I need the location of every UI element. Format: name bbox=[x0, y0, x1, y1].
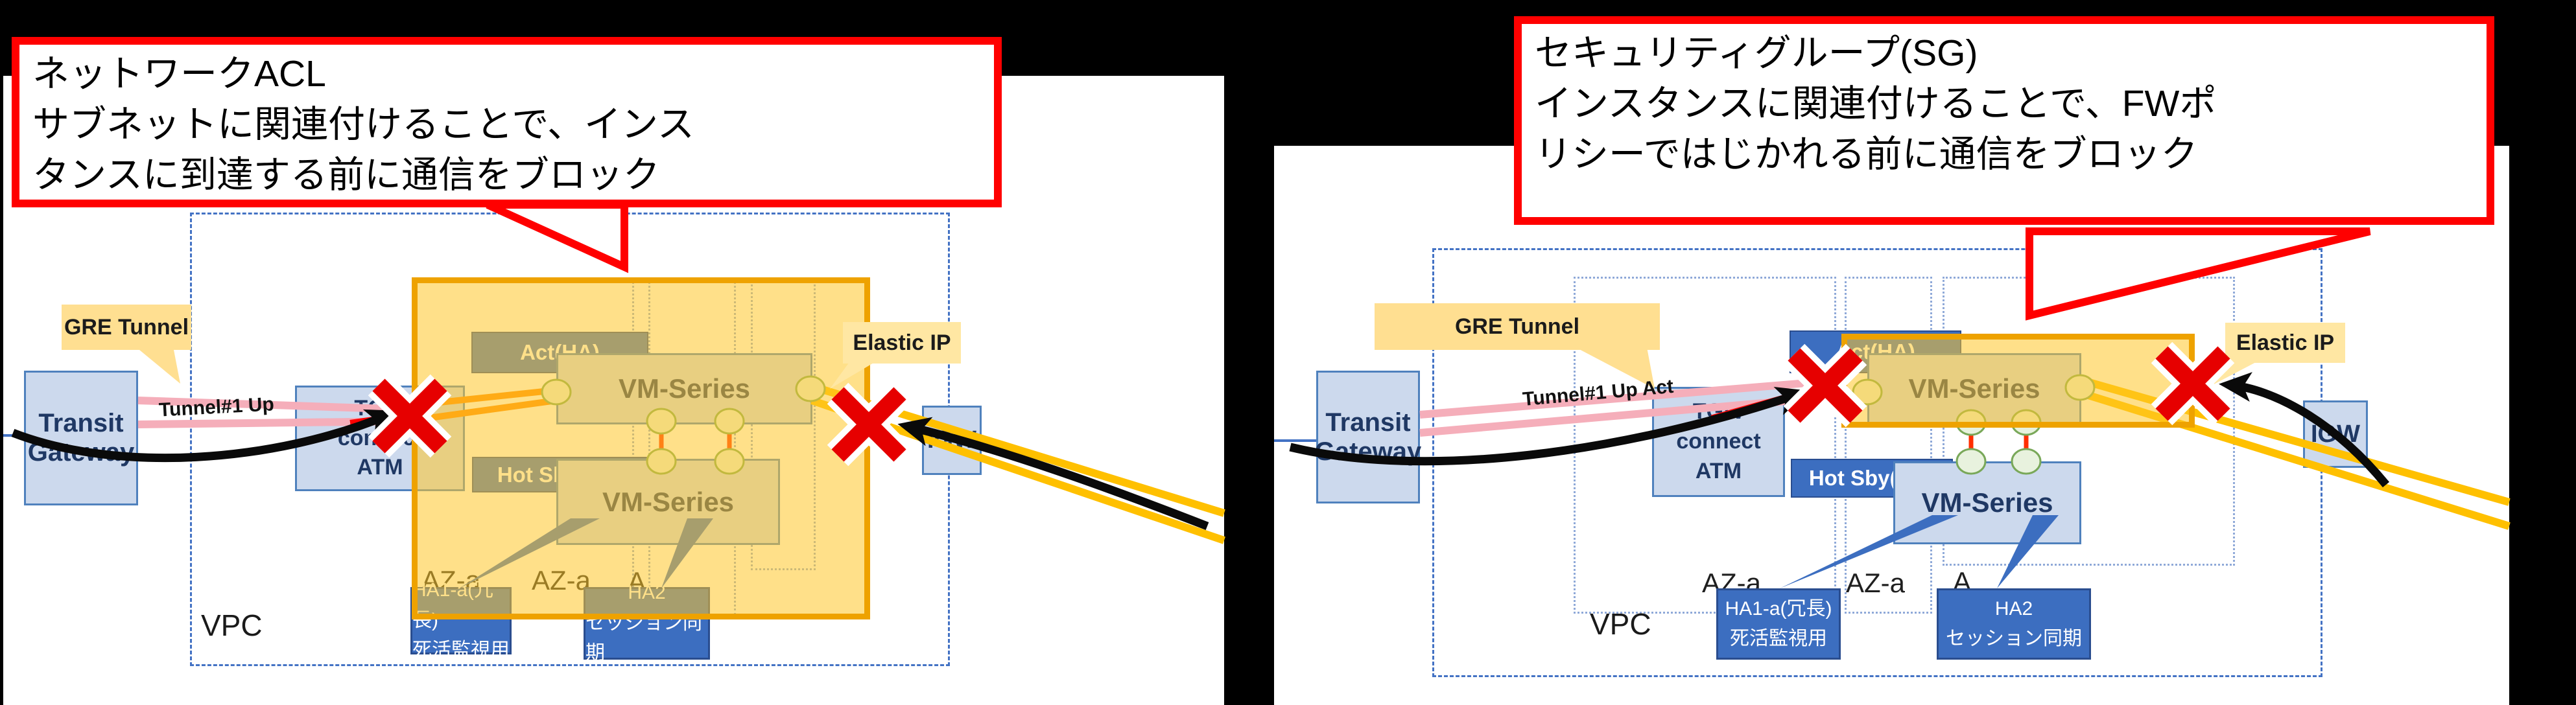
right-callout-line-1: セキュリティグループ(SG) bbox=[1535, 32, 1978, 74]
left-ha1-subtitle: 死活監視用 bbox=[412, 640, 510, 662]
left-elastic-ip-tag: Elastic IP bbox=[843, 322, 961, 364]
right-callout-line-2: インスタンスに関連付けることで、FWポ bbox=[1535, 83, 2217, 124]
right-igw-box: IGW bbox=[2303, 400, 2368, 468]
right-ha1-callout: HA1-a(冗長) 死活監視用 bbox=[1716, 588, 1841, 660]
right-ha2-subtitle: セッション同期 bbox=[1946, 628, 2082, 649]
left-nacl-callout: ネットワークACL サブネットに関連付けることで、インス タンスに到達する前に通… bbox=[12, 37, 1002, 207]
right-transit-gateway-box: Transit Gateway bbox=[1315, 371, 1421, 503]
left-callout-line-2: サブネットに関連付けることで、インス bbox=[32, 104, 694, 145]
right-sg-highlight-overlay bbox=[1841, 334, 2195, 428]
left-callout-line-1: ネットワークACL bbox=[32, 53, 326, 95]
right-gre-tunnel-tag: GRE Tunnel bbox=[1375, 303, 1660, 350]
right-ha1-title: HA1-a(冗長) bbox=[1725, 597, 1832, 619]
left-gre-tunnel-tag: GRE Tunnel bbox=[62, 305, 191, 350]
right-sg-callout: セキュリティグループ(SG) インスタンスに関連付けることで、FWポ リシーでは… bbox=[1514, 16, 2494, 225]
left-nacl-highlight-overlay bbox=[412, 277, 870, 619]
left-transit-gateway-box: Transit Gateway bbox=[24, 371, 138, 505]
right-ha2-title: HA2 bbox=[1994, 597, 2033, 619]
right-vm-series-bottom-box: VM-Series bbox=[1893, 461, 2081, 544]
right-ha2-callout: HA2 セッション同期 bbox=[1937, 588, 2091, 660]
left-vpc-label: VPC bbox=[201, 608, 263, 642]
right-az-label-2: AZ-a bbox=[1846, 568, 1906, 598]
right-tgw-connect-atm-box: TGW connect ATM bbox=[1652, 387, 1785, 497]
left-igw-box: IGW bbox=[922, 406, 982, 475]
right-callout-line-3: リシーではじかれる前に通信をブロック bbox=[1535, 133, 2198, 175]
right-ha1-subtitle: 死活監視用 bbox=[1730, 628, 1827, 649]
left-callout-line-3: タンスに到達する前に通信をブロック bbox=[32, 154, 660, 196]
right-subnet-b bbox=[1845, 277, 1932, 614]
right-elastic-ip-tag: Elastic IP bbox=[2225, 323, 2345, 363]
right-vpc-label: VPC bbox=[1590, 607, 1651, 641]
